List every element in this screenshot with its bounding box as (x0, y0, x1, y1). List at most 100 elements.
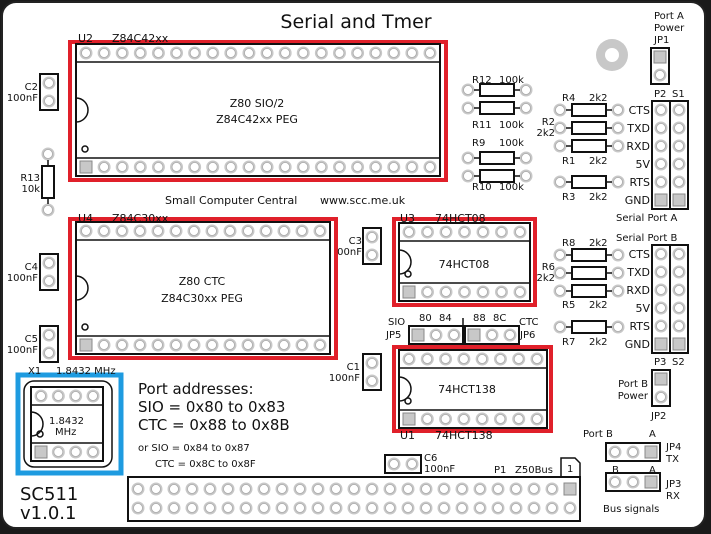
pad-hole (385, 503, 395, 513)
square-pad (402, 412, 416, 426)
port-a-alt-ref: S1 (672, 89, 685, 100)
pad-hole (613, 141, 623, 151)
pad-hole (493, 484, 503, 494)
pad-hole (656, 141, 666, 151)
u2-line1: Z80 SIO/2 (230, 97, 285, 110)
pad-hole (135, 340, 145, 350)
r5-body (571, 284, 607, 298)
pad-hole (511, 503, 521, 513)
pad-hole (521, 171, 531, 181)
c6-outline (384, 454, 422, 474)
pad-hole (555, 250, 565, 260)
pad-hole (53, 391, 64, 401)
r3-value: 2k2 (589, 192, 608, 203)
square-pad (654, 372, 668, 386)
pad-hole (656, 321, 666, 331)
pad-hole (117, 340, 127, 350)
pad-hole (81, 48, 91, 58)
pad-hole (422, 227, 433, 237)
pad-hole (298, 162, 309, 172)
pad-hole (513, 414, 524, 424)
pad-hole (117, 162, 128, 172)
jp4-outline (605, 442, 661, 462)
x1-highlight (15, 372, 124, 476)
pad-hole (656, 105, 666, 115)
jp6-a: 88 (473, 313, 486, 324)
pad-hole (313, 503, 323, 513)
bus-pin1: 1 (567, 464, 573, 475)
bus-name: Z50Bus (515, 465, 553, 476)
c2-outline (39, 73, 59, 111)
pad-hole (496, 227, 507, 237)
u1-part: 74HCT138 (435, 429, 493, 442)
pad-hole (117, 48, 128, 58)
pad-hole (151, 503, 161, 513)
r6-ref: R6 (542, 262, 555, 273)
pad-hole (36, 391, 46, 401)
pad-hole (613, 286, 623, 296)
pad-hole (555, 141, 565, 151)
jp5-sub: SIO (388, 317, 405, 328)
u4-ref: U4 (78, 212, 93, 225)
c1-value: 100nF (329, 373, 360, 384)
pad-hole (674, 249, 684, 259)
c6-ref: C6 (424, 453, 437, 464)
pad-hole (674, 123, 684, 133)
pad-hole (277, 484, 287, 494)
pad-hole (389, 459, 399, 469)
pad-hole (133, 503, 143, 513)
pad-hole (674, 267, 684, 277)
bus-ref: P1 (494, 465, 506, 476)
serial-port-a-signal-txd: TXD (626, 122, 650, 135)
pad-hole (565, 503, 575, 513)
square-pad (654, 337, 668, 351)
serial-port-a-signal-cts: CTS (629, 104, 650, 117)
pad-hole (207, 340, 217, 350)
pad-hole (505, 330, 515, 340)
jp6-outline (464, 325, 520, 345)
square-pad (644, 445, 658, 459)
pad-hole (441, 227, 451, 237)
pad-hole (225, 162, 236, 172)
notes-heading: Port addresses: (138, 380, 254, 398)
pad-hole (388, 48, 399, 58)
r5-ref: R5 (562, 300, 575, 311)
pad-hole (244, 162, 254, 172)
pad-hole (495, 414, 506, 424)
r5-value: 2k2 (589, 300, 608, 311)
notes-line1: SIO = 0x80 to 0x83 (138, 398, 285, 416)
mounting-hole-center (605, 48, 619, 62)
r4-body (571, 103, 607, 117)
jp2-line1: Port B (618, 379, 648, 390)
pad-hole (315, 340, 325, 350)
pad-hole (298, 48, 309, 58)
jp3-outline (605, 472, 661, 492)
pad-hole (189, 226, 199, 236)
pad-hole (331, 484, 341, 494)
pad-hole (555, 286, 565, 296)
pad-hole (44, 276, 54, 286)
pad-hole (475, 484, 485, 494)
pad-hole (610, 477, 620, 487)
pad-hole (440, 354, 451, 364)
board-name: SC511 (20, 484, 78, 505)
jp5-a: 80 (419, 313, 432, 324)
pad-hole (225, 340, 235, 350)
pad-hole (656, 249, 666, 259)
pad-hole (458, 414, 469, 424)
pad-hole (259, 503, 269, 513)
pad-hole (187, 484, 197, 494)
r11-body (479, 101, 515, 115)
pad-hole (262, 48, 272, 58)
pad-hole (331, 503, 341, 513)
pad-hole (496, 287, 507, 297)
pad-hole (207, 162, 218, 172)
jp3-ref: JP3 (665, 479, 681, 490)
pad-hole (521, 103, 531, 113)
serial-port-a-signal-5v: 5V (635, 158, 650, 171)
r11-value: 100k (499, 120, 524, 131)
pad-hole (529, 484, 539, 494)
r9-value: 100k (499, 138, 524, 149)
pad-hole (70, 391, 81, 401)
u3-highlight (392, 217, 537, 307)
